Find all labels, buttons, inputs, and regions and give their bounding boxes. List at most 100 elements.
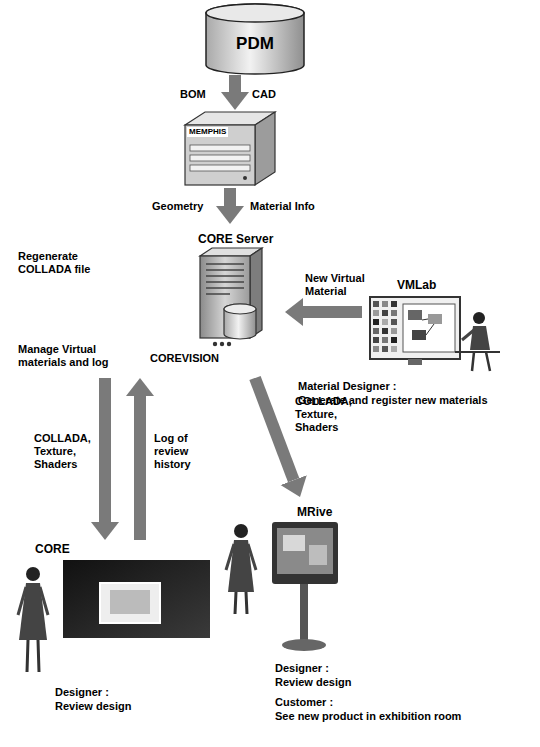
server-tower-illustration xyxy=(227,342,231,346)
node-title: CORE xyxy=(35,542,70,557)
core-display-illustration xyxy=(110,590,150,614)
mrive-kiosk-illustration xyxy=(309,545,327,565)
server-illustration xyxy=(190,165,250,171)
node-caption: Review design xyxy=(275,676,351,690)
arrow-label: Log of review history xyxy=(154,432,204,471)
flow-arrow xyxy=(224,188,236,206)
node-caption: COREVISION xyxy=(150,352,219,366)
material-workstation-illustration xyxy=(462,330,474,340)
material-workstation-illustration xyxy=(391,328,397,334)
cylinder-top xyxy=(206,4,304,22)
core-server: CORE ServerCOREVISION xyxy=(95,224,285,378)
material-workstation-illustration xyxy=(472,352,490,371)
material-workstation-illustration xyxy=(373,337,379,343)
annotation-label: Manage Virtual materials and log xyxy=(18,343,143,369)
material-workstation-illustration xyxy=(391,319,397,325)
annotation-label: BOM xyxy=(180,88,206,101)
flow-arrow xyxy=(255,378,294,480)
material-workstation-illustration xyxy=(391,310,397,316)
node-caption: Review design xyxy=(55,700,131,714)
material-workstation-illustration xyxy=(422,319,434,335)
node-caption: Customer : xyxy=(275,696,333,710)
material-workstation-illustration xyxy=(373,346,379,352)
annotation-label: Regenerate COLLADA file xyxy=(18,250,113,276)
server-tower-illustration xyxy=(224,304,256,314)
material-workstation-illustration xyxy=(428,314,442,324)
server-illustration xyxy=(255,112,275,185)
server-tower-illustration xyxy=(200,248,262,346)
mrive-kiosk: MRiveDesigner :Review designCustomer :Se… xyxy=(222,497,535,727)
material-workstation-illustration xyxy=(382,346,388,352)
flow-arrow xyxy=(303,306,362,318)
server-tower-illustration xyxy=(224,304,256,339)
mrive-kiosk-illustration xyxy=(234,524,248,538)
material-workstation-illustration xyxy=(373,301,379,307)
annotation-label: Material Designer : xyxy=(298,380,396,393)
annotation-label: Material Info xyxy=(250,200,315,213)
material-workstation-illustration xyxy=(412,330,426,340)
server-illustration xyxy=(190,145,250,151)
mrive-kiosk-illustration xyxy=(272,522,338,584)
node-title: MRive xyxy=(297,505,332,520)
mrive-kiosk-illustration xyxy=(226,522,338,651)
material-workstation-illustration xyxy=(391,337,397,343)
core-display-illustration xyxy=(100,583,160,623)
core-display-illustration xyxy=(26,567,40,581)
material-workstation-illustration xyxy=(382,310,388,316)
material-workstation-illustration xyxy=(408,310,422,320)
mrive-kiosk-illustration xyxy=(235,592,247,614)
core-display-illustration xyxy=(18,587,48,615)
material-workstation-illustration xyxy=(403,304,455,352)
material-workstation-illustration xyxy=(455,351,500,353)
material-workstation-illustration xyxy=(373,310,379,316)
node-title: CORE Server xyxy=(198,232,273,247)
core-display-illustration xyxy=(63,560,210,638)
annotation-label: Geometry xyxy=(152,200,203,213)
node-title: MEMPHIS xyxy=(187,127,228,137)
server-illustration xyxy=(190,155,250,161)
flow-arrow xyxy=(134,396,146,540)
material-workstation-illustration xyxy=(382,319,388,325)
material-workstation-illustration xyxy=(473,312,485,324)
material-workstation-illustration xyxy=(373,328,379,334)
core-display-illustration xyxy=(27,640,39,672)
mrive-kiosk-illustration xyxy=(277,528,333,574)
material-workstation-illustration xyxy=(373,319,379,325)
core-display: CORE Designer :Review design xyxy=(15,540,220,716)
server-tower-illustration xyxy=(220,342,224,346)
annotation-label: Generate and register new materials xyxy=(298,394,488,407)
vmlab-station: VMLab xyxy=(362,276,502,376)
node-caption: Designer : xyxy=(55,686,109,700)
material-workstation-illustration xyxy=(382,328,388,334)
server-tower-illustration xyxy=(206,264,244,294)
material-workstation-illustration xyxy=(382,337,388,343)
arrow-label: COLLADA, Texture, Shaders xyxy=(34,432,94,471)
core-display-illustration xyxy=(18,560,210,672)
server-tower-illustration xyxy=(213,342,217,346)
node-title: VMLab xyxy=(397,278,436,293)
material-workstation-illustration xyxy=(370,297,460,359)
flow-arrow xyxy=(99,378,111,522)
node-title: PDM xyxy=(236,33,274,54)
node-caption: See new product in exhibition room xyxy=(275,710,461,724)
material-workstation-illustration xyxy=(391,346,397,352)
mrive-kiosk-illustration xyxy=(282,639,326,651)
database-cylinder: PDM xyxy=(205,3,305,75)
flow-arrow xyxy=(229,75,241,92)
server-illustration xyxy=(185,125,255,185)
material-workstation-illustration xyxy=(408,359,422,365)
pdm-server: MEMPHIS xyxy=(178,110,278,188)
material-workstation-illustration xyxy=(391,301,397,307)
cylinder-body xyxy=(206,4,304,74)
server-illustration xyxy=(243,176,247,180)
annotation-label: CAD xyxy=(252,88,276,101)
material-workstation-illustration xyxy=(382,301,388,307)
server-illustration xyxy=(185,112,275,185)
core-display-illustration xyxy=(19,583,47,640)
material-workstation-illustration xyxy=(370,297,500,371)
